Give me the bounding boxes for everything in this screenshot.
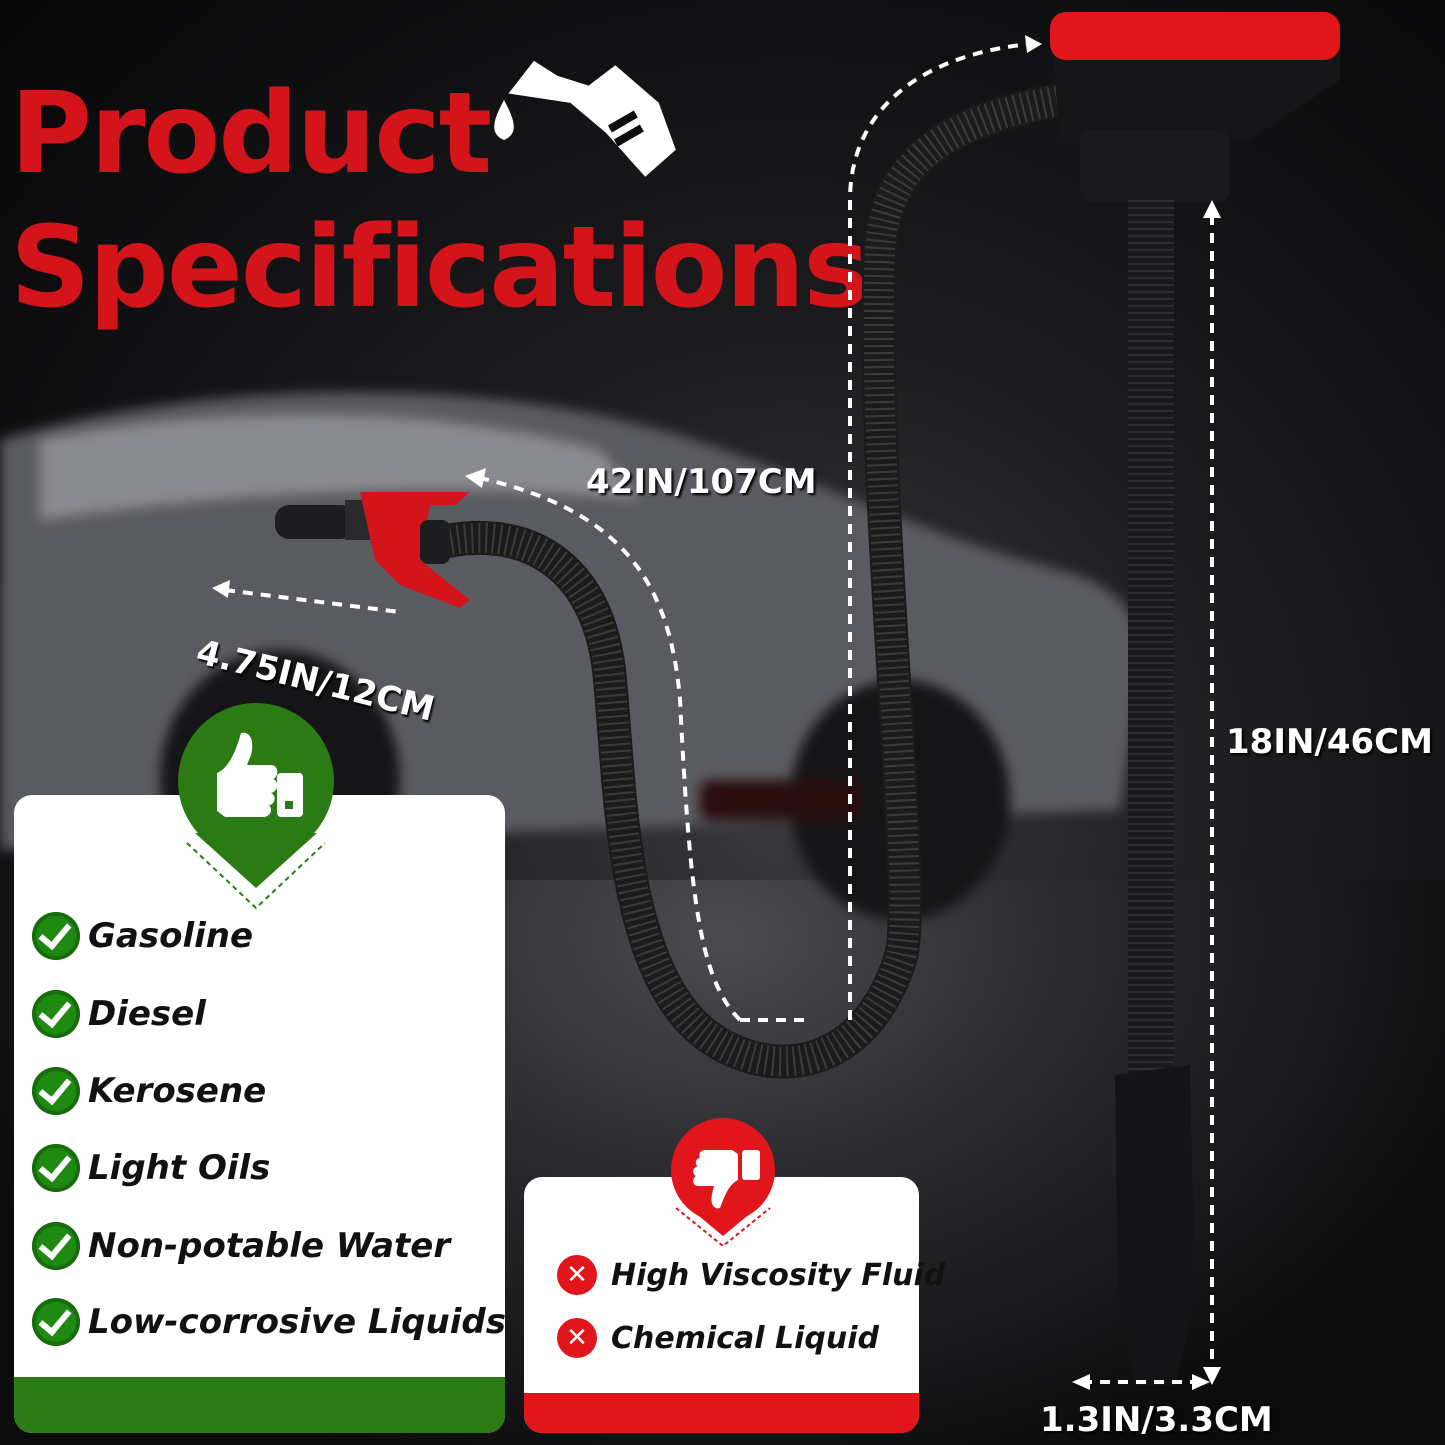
hose [413, 83, 1077, 1079]
tube-diameter-label: 1.3IN/3.3CM [1040, 1400, 1273, 1440]
suitable-item: Low-corrosive Liquids [32, 1298, 506, 1346]
suitable-item: Diesel [32, 990, 206, 1038]
suitable-item: Non-potable Water [32, 1222, 450, 1270]
fuel-drop-icon [494, 100, 514, 140]
green-band [14, 1377, 505, 1433]
suitable-liquids-card [14, 795, 505, 1433]
tube-length-label: 18IN/46CM [1226, 722, 1433, 762]
tube [1128, 200, 1174, 1080]
suitable-item: Kerosene [32, 1067, 266, 1115]
tube-end [1115, 1065, 1195, 1385]
x-icon: ✕ [557, 1255, 597, 1295]
title-line-2: Specifications [10, 203, 870, 333]
check-icon [32, 1144, 80, 1192]
check-icon [32, 1067, 80, 1115]
hose-length-label: 42IN/107CM [586, 462, 817, 502]
suitable-item-label: Low-corrosive Liquids [88, 1302, 506, 1342]
unsuitable-item-label: Chemical Liquid [611, 1320, 880, 1356]
x-icon: ✕ [557, 1318, 597, 1358]
check-icon [32, 1298, 80, 1346]
thumbs-up-icon [217, 732, 303, 817]
red-band [524, 1393, 919, 1433]
suitable-item-label: Light Oils [88, 1148, 271, 1188]
suitable-item-label: Kerosene [88, 1071, 267, 1111]
unsuitable-item: ✕ Chemical Liquid [557, 1318, 879, 1358]
title-line-1: Product [10, 69, 492, 199]
thumbs-down-icon [693, 1150, 760, 1209]
unsuitable-item: ✕ High Viscosity Fluid [557, 1255, 945, 1295]
suitable-item: Light Oils [32, 1144, 270, 1192]
check-icon [32, 1222, 80, 1270]
check-icon [32, 912, 80, 960]
nozzle [275, 492, 470, 608]
suitable-item-label: Gasoline [88, 916, 254, 956]
suitable-item-label: Non-potable Water [88, 1226, 451, 1266]
fuel-nozzle-icon [494, 60, 676, 177]
thumbs-up-badge [178, 703, 334, 910]
thumbs-down-badge [671, 1118, 775, 1248]
check-icon [32, 990, 80, 1038]
pump-head [1050, 12, 1340, 202]
suitable-item: Gasoline [32, 912, 253, 960]
unsuitable-item-label: High Viscosity Fluid [611, 1257, 946, 1293]
suitable-item-label: Diesel [88, 994, 206, 1034]
